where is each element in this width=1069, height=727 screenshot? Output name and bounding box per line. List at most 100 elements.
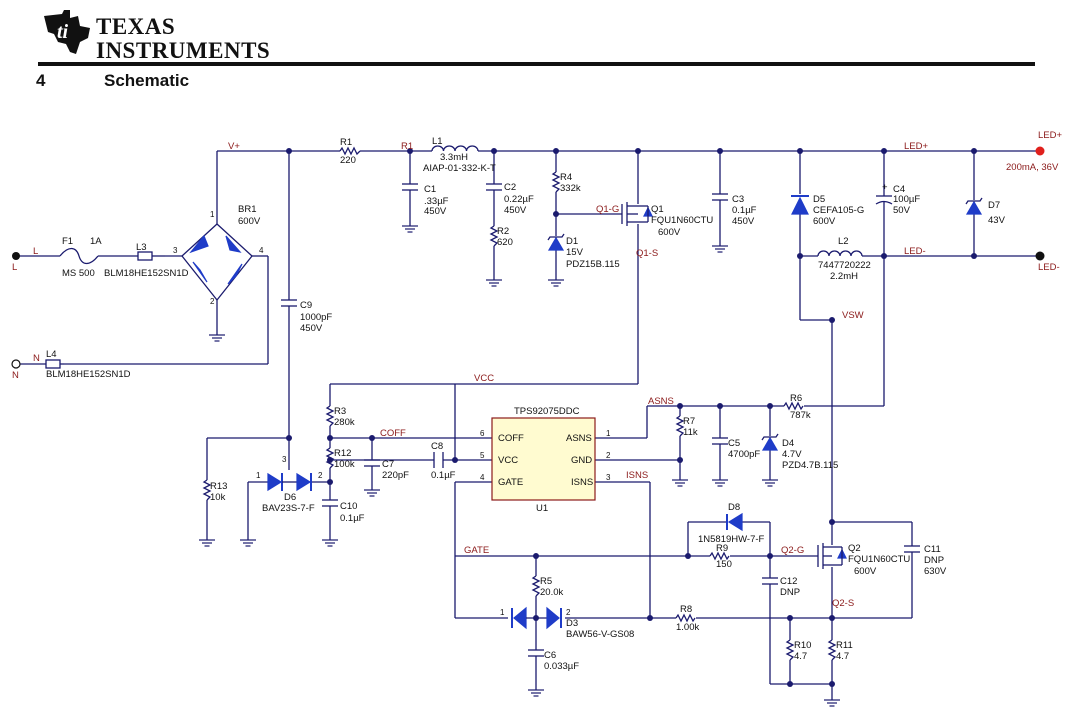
net-vcc: VCC	[474, 373, 494, 384]
net-q2-g: Q2-G	[781, 545, 804, 556]
svg-text:D6: D6	[284, 492, 296, 503]
connectors	[11, 146, 1045, 369]
svg-text:PZD4.7B.115: PZD4.7B.115	[782, 460, 838, 471]
wires	[18, 150, 1040, 700]
svg-text:3: 3	[606, 473, 611, 482]
capacitor-symbols	[281, 183, 920, 657]
svg-text:.33µF: .33µF	[424, 196, 449, 207]
svg-text:600V: 600V	[813, 216, 836, 227]
svg-text:620: 620	[497, 237, 513, 248]
page-header: ti Texas Instruments 4 Schematic	[0, 0, 1069, 100]
svg-text:4: 4	[480, 473, 485, 482]
svg-text:10k: 10k	[210, 492, 226, 503]
svg-text:7447720222: 7447720222	[818, 260, 871, 271]
svg-text:C9: C9	[300, 300, 312, 311]
svg-text:R13: R13	[210, 481, 227, 492]
svg-text:20.0k: 20.0k	[540, 587, 563, 598]
svg-text:2: 2	[210, 297, 215, 306]
svg-text:1: 1	[210, 210, 215, 219]
svg-text:220: 220	[340, 155, 356, 166]
svg-text:2.2mH: 2.2mH	[830, 271, 858, 282]
svg-text:U1: U1	[536, 503, 548, 514]
svg-text:1000pF: 1000pF	[300, 312, 332, 323]
inductor-l1-symbol	[431, 145, 479, 152]
svg-text:450V: 450V	[504, 205, 527, 216]
section-title: Schematic	[104, 71, 190, 90]
line-terminal[interactable]	[12, 252, 20, 260]
svg-text:C3: C3	[732, 194, 744, 205]
svg-text:MS 500: MS 500	[62, 268, 95, 279]
svg-text:450V: 450V	[732, 216, 755, 227]
svg-text:4: 4	[259, 246, 264, 255]
conn-led-plus-label: LED+	[1038, 130, 1062, 141]
svg-text:5: 5	[480, 451, 485, 460]
svg-text:787k: 787k	[790, 410, 811, 421]
ferrite-l3-symbol	[137, 251, 153, 261]
bridge-br1-symbol	[181, 223, 253, 301]
ic-u1-body	[491, 417, 596, 501]
svg-text:2: 2	[606, 451, 611, 460]
conn-n-label: N	[12, 370, 19, 381]
net-isns: ISNS	[626, 470, 648, 481]
junctions	[286, 148, 977, 687]
ti-state-icon: ti	[44, 10, 90, 54]
svg-text:R4: R4	[560, 172, 572, 183]
svg-text:D7: D7	[988, 200, 1000, 211]
svg-text:15V: 15V	[566, 247, 584, 258]
svg-text:R12: R12	[334, 448, 351, 459]
brand-line-2: Instruments	[96, 38, 271, 63]
svg-text:TPS92075DDC: TPS92075DDC	[514, 406, 580, 417]
svg-text:280k: 280k	[334, 417, 355, 428]
svg-text:C7: C7	[382, 459, 394, 470]
svg-text:4.7: 4.7	[794, 651, 807, 662]
svg-text:BAV23S-7-F: BAV23S-7-F	[262, 503, 315, 514]
led-minus-terminal[interactable]	[1035, 251, 1045, 261]
svg-text:C1: C1	[424, 184, 436, 195]
section-number: 4	[36, 71, 46, 90]
svg-text:1.00k: 1.00k	[676, 622, 699, 633]
svg-text:C5: C5	[728, 438, 740, 449]
svg-text:332k: 332k	[560, 183, 581, 194]
svg-text:R8: R8	[680, 604, 692, 615]
svg-text:C4: C4	[893, 184, 905, 195]
svg-text:600V: 600V	[238, 216, 261, 227]
svg-text:ASNS: ASNS	[566, 433, 592, 444]
svg-text:GATE: GATE	[498, 477, 523, 488]
svg-text:11k: 11k	[683, 427, 698, 438]
ti-logo: ti Texas Instruments	[40, 8, 280, 64]
c4-polarity: +	[882, 182, 888, 193]
svg-text:Q1: Q1	[651, 204, 664, 215]
svg-text:220pF: 220pF	[382, 470, 409, 481]
svg-text:D1: D1	[566, 236, 578, 247]
svg-text:DNP: DNP	[924, 555, 944, 566]
svg-text:3: 3	[173, 246, 178, 255]
brand-line-1: Texas	[96, 14, 176, 39]
svg-text:L4: L4	[46, 349, 57, 360]
led-plus-terminal[interactable]	[1035, 146, 1045, 156]
svg-text:4700pF: 4700pF	[728, 449, 760, 460]
svg-text:6: 6	[480, 429, 485, 438]
svg-text:R2: R2	[497, 226, 509, 237]
svg-text:C2: C2	[504, 182, 516, 193]
svg-text:0.1µF: 0.1µF	[340, 513, 365, 524]
header-rule	[38, 62, 1035, 66]
neutral-terminal[interactable]	[11, 359, 21, 369]
svg-text:43V: 43V	[988, 215, 1006, 226]
net-n: N	[33, 353, 40, 364]
svg-text:R3: R3	[334, 406, 346, 417]
net-l: L	[33, 246, 38, 257]
svg-text:L2: L2	[838, 236, 849, 247]
svg-text:450V: 450V	[300, 323, 323, 334]
svg-text:0.22µF: 0.22µF	[504, 194, 534, 205]
svg-text:C10: C10	[340, 501, 357, 512]
svg-text:VCC: VCC	[498, 455, 518, 466]
svg-text:R6: R6	[790, 393, 802, 404]
svg-text:BLM18HE152SN1D: BLM18HE152SN1D	[46, 369, 131, 380]
net-q1-s: Q1-S	[636, 248, 658, 259]
labels: V+ R1 VCC COFF ASNS ISNS GATE Q1-G Q1-S …	[12, 130, 1062, 672]
svg-text:COFF: COFF	[498, 433, 524, 444]
net-q1-g: Q1-G	[596, 204, 619, 215]
svg-text:CEFA105-G: CEFA105-G	[813, 205, 864, 216]
svg-text:0.033µF: 0.033µF	[544, 661, 579, 672]
output-spec: 200mA, 36V	[1006, 162, 1059, 173]
